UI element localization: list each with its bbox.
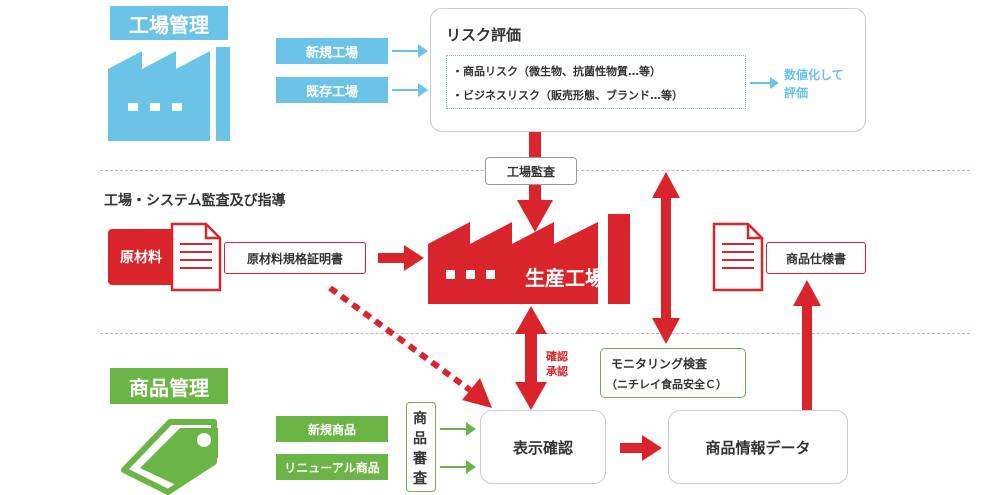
factory-management-label: 工場管理 [110,6,228,40]
product-review-char-1: 商 [413,411,427,427]
label-check-box: 表示確認 [480,410,606,484]
numeric-evaluation-line1: 数値化して [784,68,844,82]
product-review-char-2: 品 [413,431,427,447]
risk-items-box [446,55,746,109]
confirm-label: 確認 [546,350,568,363]
raw-material-label: 原材料 [108,229,174,285]
numeric-evaluation-line2: 評価 [784,86,809,100]
confirm-approve-double-arrow [515,306,547,410]
new-factory-label: 新規工場 [276,38,388,64]
production-factory-label: 生産工場 [525,266,605,290]
product-review-box [406,402,436,492]
risk-title: リスク評価 [446,26,522,44]
arrow-to-numeric [750,77,779,89]
risk-item-business: ・ビジネスリスク（販売形態、ブランド…等） [452,89,683,102]
arrow-new-products [440,422,476,436]
document-icon [170,222,222,292]
renewal-products-label: リニューアル商品 [276,454,388,480]
monitoring-double-arrow [652,172,680,344]
product-review-char-3: 審 [413,451,427,467]
arrow-certificate-to-factory [378,245,424,271]
production-factory-icon [428,214,630,304]
arrow-new-factory [392,44,428,58]
monitoring-inspection-box [600,348,746,398]
monitoring-inspection-org: （ニチレイ食品安全Ｃ） [606,378,727,391]
spec-document-icon [712,222,764,292]
approve-label: 承認 [546,365,568,378]
arrow-data-to-spec [793,280,821,410]
product-info-data-box: 商品情報データ [668,410,848,484]
audit-guidance-heading: 工場・システム監査及び指導 [104,193,286,209]
product-review-char-4: 査 [413,471,427,487]
arrow-renewal-products [440,460,476,474]
factory-audit-label: 工場監査 [485,157,577,185]
new-products-label: 新規商品 [276,416,388,442]
factory-icon [108,47,230,141]
arrow-existing-factory [392,83,428,97]
product-management-label: 商品管理 [110,368,228,404]
monitoring-inspection-title: モニタリング検査 [611,357,708,371]
risk-item-product: ・商品リスク（微生物、抗菌性物質…等） [452,65,661,78]
dotted-arrow-certificate-to-label [328,285,492,408]
existing-factory-label: 既存工場 [276,77,388,103]
raw-material-certificate: 原材料規格証明書 [224,242,366,274]
product-spec-label: 商品仕様書 [766,242,866,274]
tag-icon [121,419,218,495]
arrow-label-to-data [620,435,662,461]
